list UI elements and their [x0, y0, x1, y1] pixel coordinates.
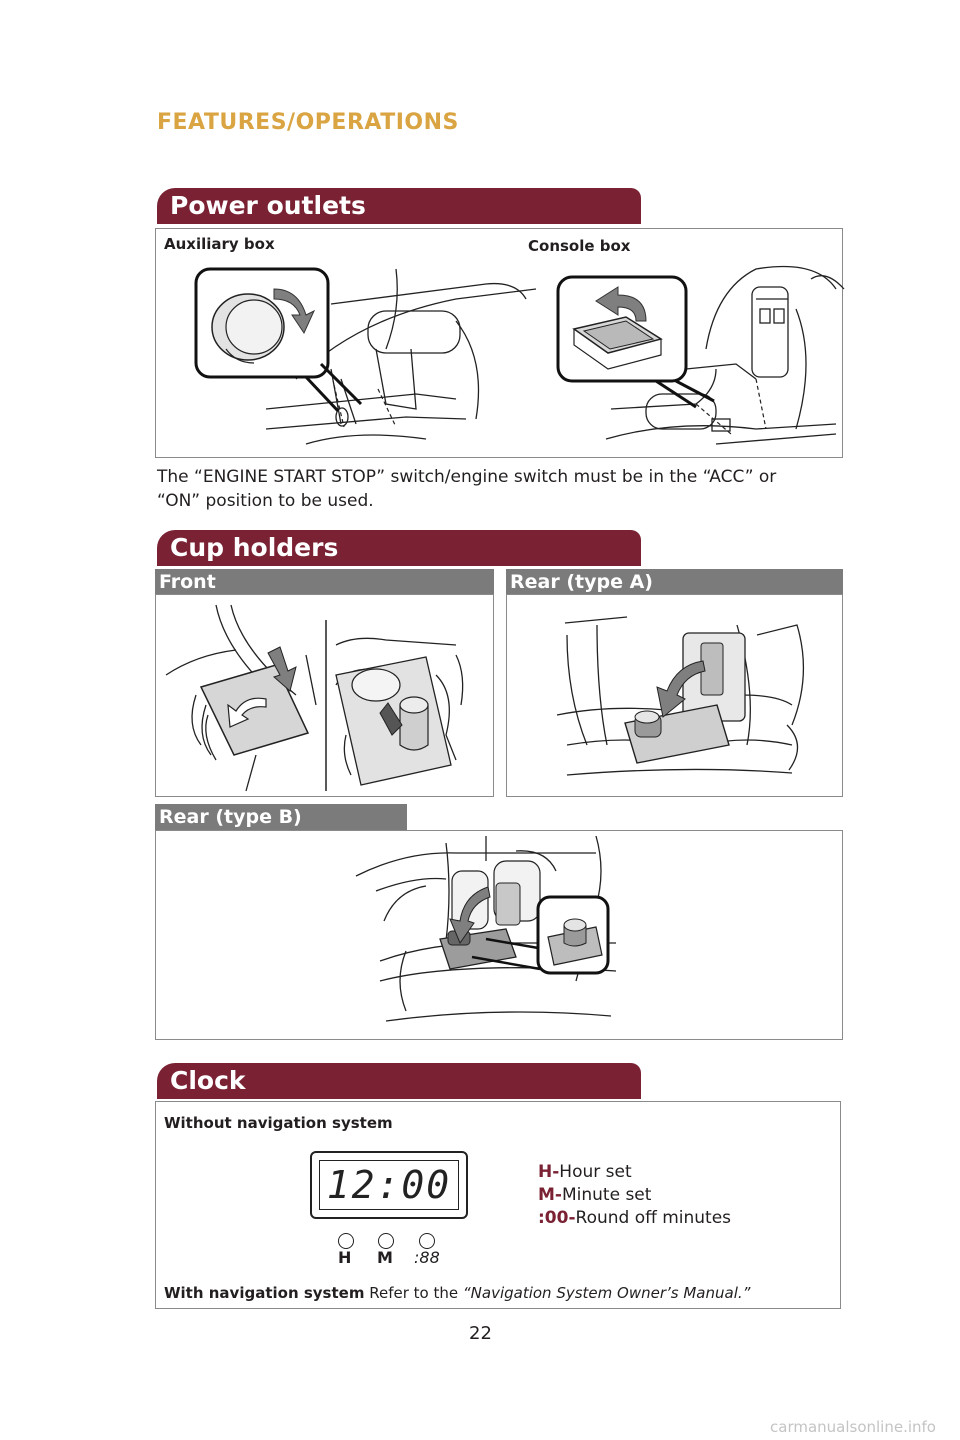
rear-type-b-illustration [155, 830, 843, 1040]
front-cup-holder-drawing [165, 604, 464, 792]
front-tab: Front [155, 569, 494, 595]
clock-time-readout: 12:00 [326, 1163, 452, 1207]
legend-round-off: :00-Round off minutes [538, 1208, 732, 1228]
without-navigation-label: Without navigation system [164, 1114, 393, 1132]
curved-arrow-icon [595, 286, 647, 322]
rear-type-a-illustration [506, 594, 843, 797]
rear-type-a-tab: Rear (type A) [506, 569, 843, 595]
push-arrow-icon [267, 646, 297, 692]
with-navigation-note: With navigation system Refer to the “Nav… [164, 1284, 751, 1302]
rear-type-b-drawing [355, 835, 617, 1022]
hour-set-button[interactable] [338, 1233, 354, 1249]
clock-display: 12:00 [310, 1151, 468, 1219]
power-outlets-note-line2: “ON” position to be used. [157, 491, 374, 511]
round-off-button[interactable] [419, 1233, 435, 1249]
clock-legend: H-Hour set M-Minute set :00-Round off mi… [538, 1161, 731, 1230]
minute-button-label: M [377, 1248, 393, 1267]
tilt-down-arrow-icon [449, 886, 491, 945]
minute-set-button[interactable] [378, 1233, 394, 1249]
page-number: 22 [469, 1323, 492, 1344]
curved-arrow-icon [227, 697, 267, 728]
power-outlets-drawing [194, 265, 845, 445]
clock-banner: Clock [157, 1063, 641, 1099]
console-outlet-lid [572, 316, 663, 370]
watermark: carmanualsonline.info [770, 1418, 936, 1436]
rear-type-a-drawing [556, 616, 805, 776]
power-outlets-illustration: Auxiliary box Console box [155, 228, 845, 458]
rear-type-b-tab: Rear (type B) [155, 804, 407, 830]
hour-button-label: H [338, 1248, 352, 1267]
console-box-label: Console box [528, 237, 631, 255]
round-off-button-label: :88 [414, 1248, 440, 1267]
curved-arrow-icon [273, 288, 316, 335]
legend-minute: M-Minute set [538, 1185, 652, 1205]
section-header: FEATURES/OPERATIONS [157, 110, 459, 135]
auxiliary-box-label: Auxiliary box [164, 235, 275, 253]
clock-panel: Without navigation system 12:00 H M :88 … [155, 1101, 841, 1309]
power-outlets-banner: Power outlets [157, 188, 641, 224]
legend-hour: H-Hour set [538, 1162, 632, 1182]
front-cup-holder-illustration [155, 594, 494, 797]
tilt-down-arrow-icon [656, 660, 706, 718]
cup-holders-banner: Cup holders [157, 530, 641, 566]
power-outlets-note-line1: The “ENGINE START STOP” switch/engine sw… [157, 467, 777, 487]
auxiliary-outlet-cap [211, 293, 285, 364]
